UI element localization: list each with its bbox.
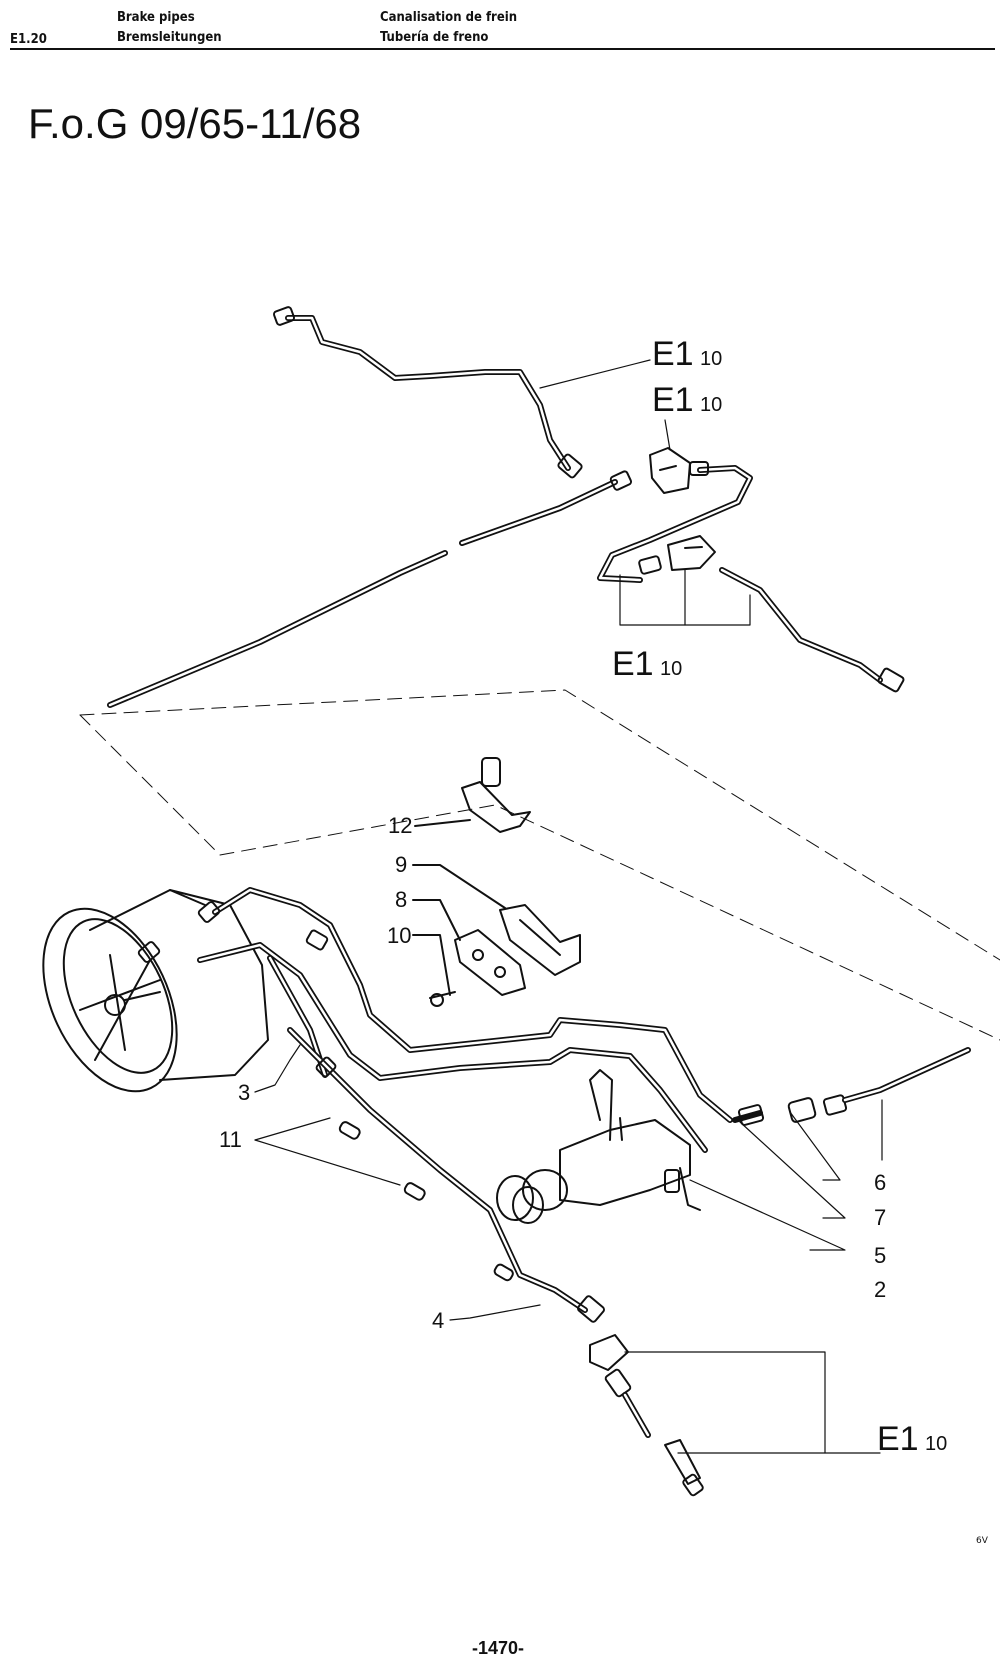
reference-e1-10-d: E1 10: [877, 1420, 947, 1458]
long-diagonal-pipe: [107, 470, 633, 708]
reference-e1-10-a: E1 10: [652, 335, 722, 373]
diagram-title: F.o.G 09/65-11/68: [28, 100, 362, 147]
screw-part-10: [412, 934, 456, 1007]
spring-clips-part-11: [338, 1121, 514, 1282]
callout-8: 8: [395, 887, 407, 912]
callout-3: 3: [238, 1080, 250, 1105]
rear-pipe-fittings: [732, 1047, 971, 1126]
svg-text:10: 10: [925, 1433, 947, 1455]
front-lower-pipe: [577, 1295, 704, 1497]
reference-e1-10-b: E1 10: [652, 381, 722, 419]
brake-booster: [42, 889, 269, 1093]
section-code: E1.20: [10, 32, 47, 47]
tee-junction-assembly: [597, 447, 905, 693]
clip-part-12: [414, 757, 531, 833]
callout-9: 9: [395, 852, 407, 877]
svg-text:E1: E1: [652, 381, 694, 419]
dashed-outline: [79, 689, 1000, 1041]
page-number: -1470-: [472, 1638, 525, 1658]
callout-11: 11: [219, 1127, 242, 1152]
callout-10: 10: [387, 923, 411, 948]
reference-leaders: [539, 359, 881, 1454]
title-german: Bremsleitungen: [117, 30, 222, 45]
clip-part-8: [412, 899, 526, 996]
svg-text:10: 10: [660, 658, 682, 680]
callout-4: 4: [432, 1308, 444, 1333]
callout-7: 7: [874, 1205, 886, 1230]
callout-12: 12: [388, 813, 412, 838]
upper-rear-pipe: [272, 306, 583, 479]
svg-text:E1: E1: [877, 1420, 919, 1458]
svg-text:E1: E1: [612, 645, 654, 683]
svg-text:10: 10: [700, 348, 722, 370]
main-brake-lines: [137, 887, 733, 1313]
corner-mark: 6V: [976, 1536, 988, 1546]
master-cylinder: [496, 1069, 701, 1224]
callout-6: 6: [874, 1170, 886, 1195]
header-rule: [10, 48, 995, 50]
callout-5: 5: [874, 1243, 886, 1268]
reference-e1-10-c: E1 10: [612, 645, 682, 683]
title-french: Canalisation de frein: [380, 10, 518, 25]
clip-part-9: [412, 864, 581, 976]
title-english: Brake pipes: [117, 10, 195, 25]
callout-leaders: [254, 1044, 883, 1321]
callout-2: 2: [874, 1277, 886, 1302]
svg-text:10: 10: [700, 394, 722, 416]
title-spanish: Tubería de freno: [380, 30, 489, 45]
svg-text:E1: E1: [652, 335, 694, 373]
